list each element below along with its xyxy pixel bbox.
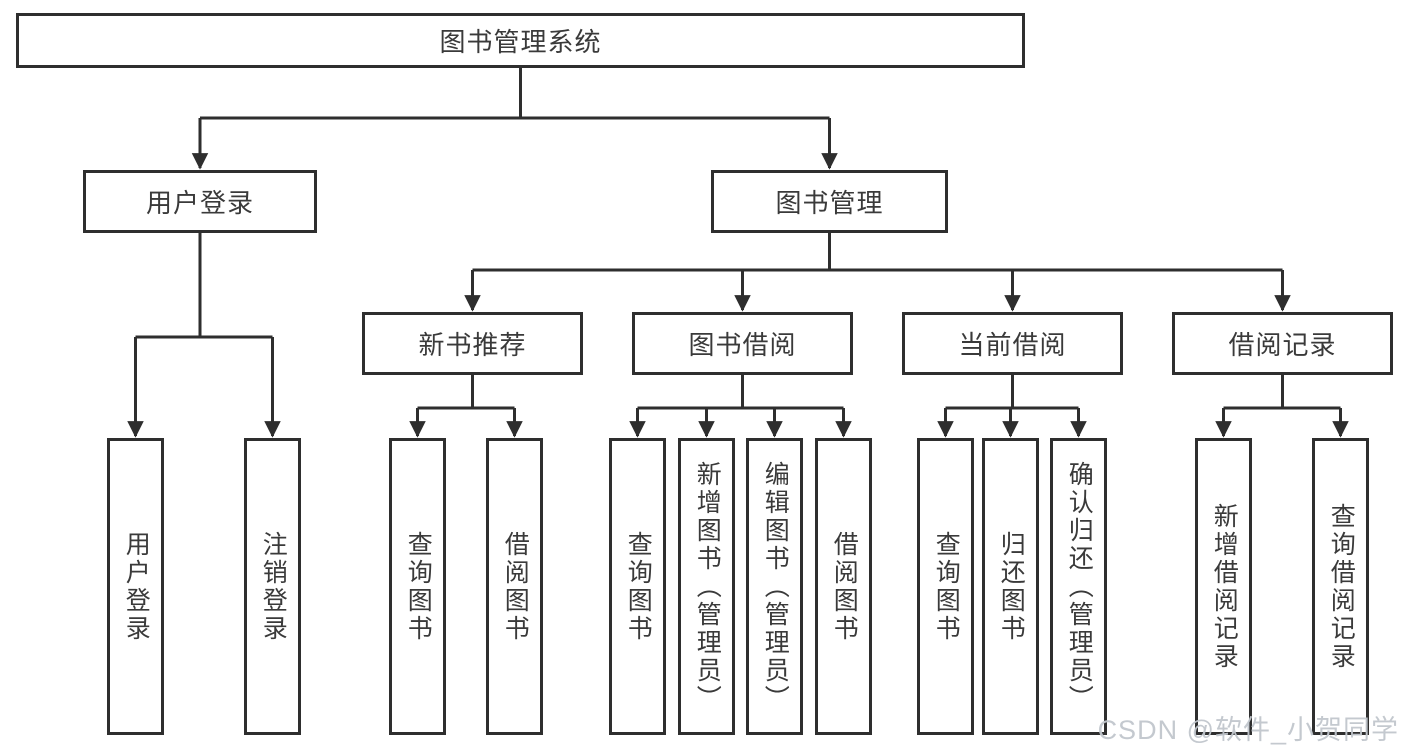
node-borrow-books-2: 借阅图书 xyxy=(815,438,872,735)
node-book-borrowing: 图书借阅 xyxy=(632,312,853,375)
node-user-login-leaf: 用户登录 xyxy=(107,438,164,735)
node-label: 新书推荐 xyxy=(418,330,527,360)
node-label: 查询图书 xyxy=(932,530,961,643)
node-label: 图书借阅 xyxy=(688,330,797,360)
node-current-borrowing: 当前借阅 xyxy=(902,312,1123,375)
node-logout-leaf: 注销登录 xyxy=(244,438,301,735)
node-query-books-2: 查询图书 xyxy=(609,438,666,735)
node-add-borrow-record: 新增借阅记录 xyxy=(1195,438,1252,735)
node-library-system: 图书管理系统 xyxy=(16,13,1025,68)
node-label: 图书管理 xyxy=(775,188,884,218)
node-book-management-module: 图书管理 xyxy=(711,170,948,233)
connector-current-trunk xyxy=(945,375,1079,410)
node-label: 图书管理系统 xyxy=(439,27,602,57)
node-label: 查询图书 xyxy=(624,530,653,643)
connector-new-books-trunk xyxy=(417,375,515,410)
node-edit-books-admin: 编辑图书（管理员） xyxy=(746,438,803,735)
node-label: 新增图书（管理员） xyxy=(693,460,722,713)
node-borrow-books-1: 借阅图书 xyxy=(486,438,543,735)
node-confirm-return-admin: 确认归还（管理员） xyxy=(1050,438,1107,735)
node-label: 借阅记录 xyxy=(1228,330,1337,360)
node-label: 查询图书 xyxy=(404,530,433,643)
node-label: 新增借阅记录 xyxy=(1210,502,1239,671)
node-label: 借阅图书 xyxy=(830,530,859,643)
node-label: 确认归还（管理员） xyxy=(1065,460,1094,713)
node-label: 查询借阅记录 xyxy=(1327,502,1356,671)
node-label: 归还图书 xyxy=(997,530,1026,643)
node-label: 借阅图书 xyxy=(501,530,530,643)
node-label: 注销登录 xyxy=(259,530,288,643)
node-label: 当前借阅 xyxy=(958,330,1067,360)
node-label: 编辑图书（管理员） xyxy=(761,460,790,713)
connector-records-trunk xyxy=(1223,375,1341,410)
node-query-books-3: 查询图书 xyxy=(917,438,974,735)
csdn-watermark: CSDN @软件_小贺同学 xyxy=(1097,715,1399,745)
connector-user-login-trunk xyxy=(135,233,273,339)
node-return-books: 归还图书 xyxy=(982,438,1039,735)
node-user-login-module: 用户登录 xyxy=(83,170,317,233)
connector-borrowing-trunk xyxy=(637,375,844,410)
node-borrow-records: 借阅记录 xyxy=(1172,312,1393,375)
node-query-books-1: 查询图书 xyxy=(389,438,446,735)
node-label: 用户登录 xyxy=(122,530,151,643)
node-query-borrow-record: 查询借阅记录 xyxy=(1312,438,1369,735)
connector-book-mgmt-trunk xyxy=(472,233,1283,272)
connector-root-trunk xyxy=(200,68,830,120)
node-add-books-admin: 新增图书（管理员） xyxy=(678,438,735,735)
node-new-book-recommend: 新书推荐 xyxy=(362,312,583,375)
node-label: 用户登录 xyxy=(145,188,254,218)
